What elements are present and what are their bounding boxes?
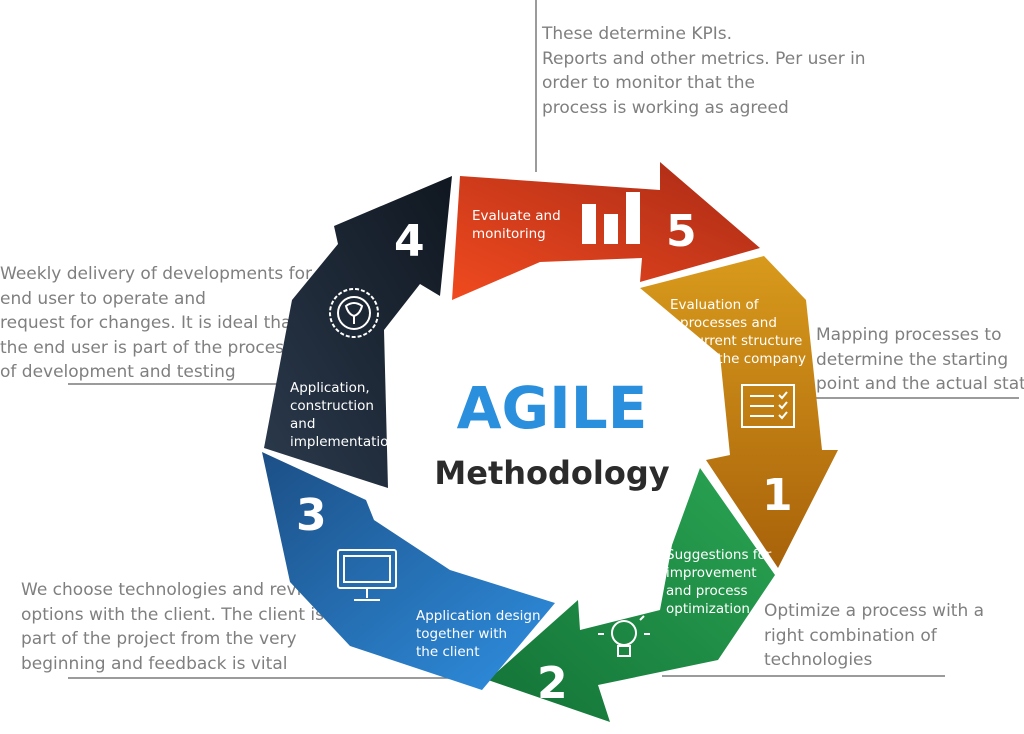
- note-line: determine the starting: [816, 349, 1009, 370]
- step-5-segment: Evaluate and monitoring 5: [452, 162, 760, 300]
- step-3-label-line: Application design: [416, 608, 541, 624]
- note-line: request for changes. It is ideal that: [0, 313, 299, 333]
- gear-brain-icon: [329, 288, 379, 338]
- note-line: technologies: [764, 650, 873, 670]
- step-1-label-line: of the company: [700, 351, 806, 367]
- note-line: Mapping processes to: [816, 325, 1002, 345]
- monitor-icon: [337, 549, 397, 601]
- note-line: part of the project from the very: [21, 629, 297, 649]
- note-line: process is working as agreed: [542, 97, 789, 118]
- note-line: order to monitor that the: [542, 73, 755, 93]
- note-line: beginning and feedback is vital: [21, 653, 288, 674]
- bar-chart-icon: [582, 192, 640, 244]
- step-2-segment: Suggestions for improvement and process …: [488, 468, 775, 722]
- step-1-label-line: Evaluation of: [670, 297, 760, 313]
- center-title: AGILE: [457, 374, 648, 442]
- note-line: right combination of: [764, 625, 937, 646]
- step-3-label-line: together with: [416, 626, 507, 642]
- note-line: Weekly delivery of developments for the: [0, 264, 346, 284]
- step-1-label-line: current structure: [688, 333, 802, 349]
- note-line: end user to operate and: [0, 288, 206, 309]
- center-subtitle: Methodology: [434, 454, 669, 492]
- note-evaluation-processes: Mapping processes to determine the start…: [816, 323, 1024, 397]
- checklist-icon: [741, 384, 795, 428]
- note-line: options with the client. The client is: [21, 604, 324, 625]
- note-line: the end user is part of the process: [0, 337, 293, 358]
- step-3-number: 3: [296, 490, 327, 541]
- note-suggestions-improvement: Optimize a process with a right combinat…: [764, 599, 984, 673]
- step-4-segment: 4 Application, construction and implemen…: [264, 176, 452, 488]
- step-5-label-line: Evaluate and: [472, 208, 561, 224]
- step-1-label-line: processes and: [680, 315, 777, 331]
- note-application-design: We choose technologies and review option…: [21, 578, 326, 676]
- step-2-label-line: and process: [666, 583, 748, 599]
- step-5-number: 5: [666, 206, 697, 257]
- step-3-label-line: the client: [416, 644, 480, 660]
- step-2-number: 2: [537, 658, 568, 709]
- step-2-label-line: Suggestions for: [666, 547, 772, 563]
- step-4-label-line: Application,: [290, 380, 370, 396]
- note-line: Reports and other metrics. Per user in: [542, 48, 866, 69]
- step-1-segment: Evaluation of processes and current stru…: [640, 256, 838, 568]
- note-line: Optimize a process with a: [764, 601, 985, 621]
- step-3-segment: 3 Application design together with the c…: [262, 452, 555, 690]
- note-line: These determine KPIs.: [542, 24, 732, 44]
- step-4-label-line: and: [290, 416, 315, 432]
- step-2-label-line: optimization: [666, 601, 750, 617]
- step-5-label-line: monitoring: [472, 226, 546, 242]
- note-line: We choose technologies and review: [21, 580, 326, 600]
- lightbulb-icon: [598, 606, 650, 657]
- step-4-label-line: implementation: [290, 434, 397, 450]
- step-4-number: 4: [394, 216, 425, 267]
- step-1-number: 1: [762, 470, 793, 521]
- note-evaluate-monitoring: These determine KPIs. Reports and other …: [542, 22, 866, 120]
- step-2-label-line: improvement: [666, 565, 757, 581]
- note-line: of development and testing: [0, 362, 236, 382]
- note-line: point and the actual state: [816, 374, 1024, 394]
- step-4-label-line: construction: [290, 398, 374, 414]
- note-application-construction: Weekly delivery of developments for the …: [0, 262, 345, 385]
